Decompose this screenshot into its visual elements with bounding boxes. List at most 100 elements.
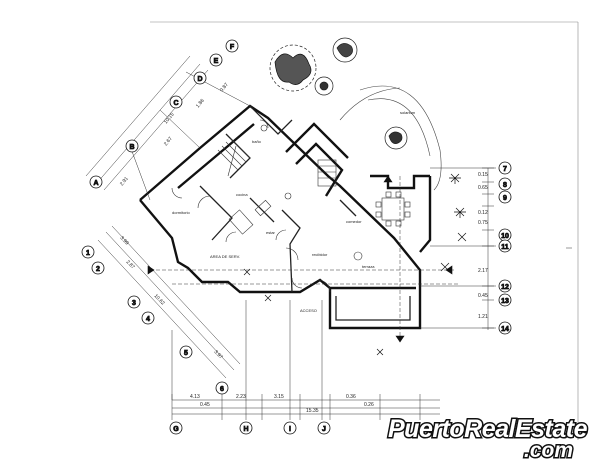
dim-right-1: 0.15 xyxy=(478,172,488,178)
svg-text:H: H xyxy=(243,426,248,433)
dim-right-2: 0.65 xyxy=(478,185,488,191)
svg-text:E: E xyxy=(214,58,219,65)
grid-bubbles-bottom: G H I J xyxy=(169,421,331,435)
svg-text:14: 14 xyxy=(501,326,509,333)
grid-bubble-I: I xyxy=(283,421,297,435)
svg-text:9: 9 xyxy=(503,195,507,202)
dim-bottom-6: 15.35 xyxy=(306,408,319,414)
shrub-icon xyxy=(314,76,334,96)
dim-bottom-1: 4.13 xyxy=(190,394,200,400)
grid-bubble-12: 12 xyxy=(498,279,512,293)
arrow-marker-icon xyxy=(383,175,393,183)
grid-bubble-8: 8 xyxy=(498,177,512,191)
door-swings xyxy=(171,119,331,293)
svg-text:J: J xyxy=(322,426,326,433)
room-label-terraza: terraza xyxy=(362,264,375,269)
svg-text:C: C xyxy=(173,100,178,107)
svg-text:8: 8 xyxy=(503,182,507,189)
grid-bubble-E: E xyxy=(209,53,223,67)
tree-large-icon xyxy=(269,44,317,92)
svg-text:1: 1 xyxy=(86,250,90,257)
dim-left-4: 3.97 xyxy=(213,349,224,360)
grid-bubble-13: 13 xyxy=(498,293,512,307)
grid-bubble-10: 10 xyxy=(498,228,512,242)
room-label-bano: baño xyxy=(252,139,262,144)
stair-symbol xyxy=(217,137,337,187)
grid-bubble-H: H xyxy=(239,421,253,435)
svg-text:12: 12 xyxy=(501,284,509,291)
dim-top-4: 0.87 xyxy=(219,82,230,93)
round-table-icon xyxy=(284,192,292,200)
grid-bubble-1: 1 xyxy=(81,245,95,259)
grid-bubble-4: 4 xyxy=(141,311,155,325)
grid-bubbles-top: A B C D E F xyxy=(89,39,239,189)
dim-top-3: 1.86 xyxy=(195,98,206,109)
svg-text:I: I xyxy=(289,426,291,433)
grid-bubble-11: 11 xyxy=(498,239,512,253)
grid-bubble-D: D xyxy=(193,71,207,85)
dim-top-2: 2.67 xyxy=(163,136,174,147)
dim-left-1: 2.91 xyxy=(119,176,130,187)
grid-bubble-7: 7 xyxy=(498,161,512,175)
grid-bubble-14: 14 xyxy=(498,321,512,335)
dim-right-6: 0.45 xyxy=(478,293,488,299)
svg-text:5: 5 xyxy=(184,350,188,357)
room-labels: dormitorio baño cocina estar comedor ter… xyxy=(172,110,416,313)
tree-patio-icon xyxy=(384,126,408,150)
sofa-icon xyxy=(254,199,272,217)
grid-bubble-6: 6 xyxy=(215,381,229,395)
grid-bubble-B: B xyxy=(125,139,139,153)
arrow-marker-icon xyxy=(147,265,155,275)
dim-right-5: 2.17 xyxy=(478,268,488,274)
watermark-main-text: PuertoRealEstate xyxy=(388,415,588,443)
sink-icon xyxy=(260,124,268,132)
grid-bubble-C: C xyxy=(169,95,183,109)
svg-text:6: 6 xyxy=(220,386,224,393)
watermark-sub-text: .com xyxy=(524,439,573,462)
svg-text:G: G xyxy=(173,426,179,433)
tree-small-icon xyxy=(332,37,358,63)
grid-bubbles-left: 1 2 3 4 5 6 xyxy=(81,245,229,395)
arrow-marker-icon xyxy=(445,265,453,275)
dim-bottom-7: 0.26 xyxy=(364,402,374,408)
room-label-solarium: solarium xyxy=(400,110,416,115)
svg-text:13: 13 xyxy=(501,298,509,305)
grid-bubble-G: G xyxy=(169,421,183,435)
furniture xyxy=(228,124,411,261)
grid-bubble-3: 3 xyxy=(127,295,141,309)
room-label-estar: estar xyxy=(266,230,276,235)
bed-icon xyxy=(228,209,254,235)
svg-text:10: 10 xyxy=(501,233,509,240)
palm-icons xyxy=(243,173,467,356)
dim-right-7: 1.21 xyxy=(478,314,488,320)
tree-symbols xyxy=(243,37,467,356)
dim-bottom-4: 0.36 xyxy=(346,394,356,400)
dim-bottom-2: 2.23 xyxy=(236,394,246,400)
grid-bubble-J: J xyxy=(317,421,331,435)
dim-left-2: 2.87 xyxy=(125,259,136,270)
room-label-area-de-serv: AREA DE SERV. xyxy=(210,254,240,259)
svg-text:F: F xyxy=(230,44,235,51)
sheet-border xyxy=(150,21,579,440)
grid-bubble-9: 9 xyxy=(498,190,512,204)
dimension-lines xyxy=(85,55,496,420)
grid-bubbles-right: 7 8 9 10 11 12 13 14 xyxy=(498,161,512,335)
grid-bubble-A: A xyxy=(89,175,103,189)
plant-pot-icon xyxy=(353,251,363,261)
svg-text:D: D xyxy=(197,76,202,83)
section-markers xyxy=(147,175,453,343)
svg-text:11: 11 xyxy=(501,244,509,251)
dim-bottom-5: 0.45 xyxy=(200,402,210,408)
dim-right-4: 0.75 xyxy=(478,220,488,226)
room-label-comedor: comedor xyxy=(346,219,362,224)
svg-text:4: 4 xyxy=(146,316,150,323)
dim-left-5: 3.99 xyxy=(119,235,130,246)
arrow-marker-icon xyxy=(395,335,405,343)
svg-text:7: 7 xyxy=(503,166,507,173)
watermark-logo: PuertoRealEstate .com xyxy=(387,414,590,464)
svg-text:A: A xyxy=(93,180,98,187)
grid-bubble-F: F xyxy=(225,39,239,53)
room-label-recibidor: recibidor xyxy=(312,252,328,257)
room-label-dormitorio: dormitorio xyxy=(172,210,191,215)
